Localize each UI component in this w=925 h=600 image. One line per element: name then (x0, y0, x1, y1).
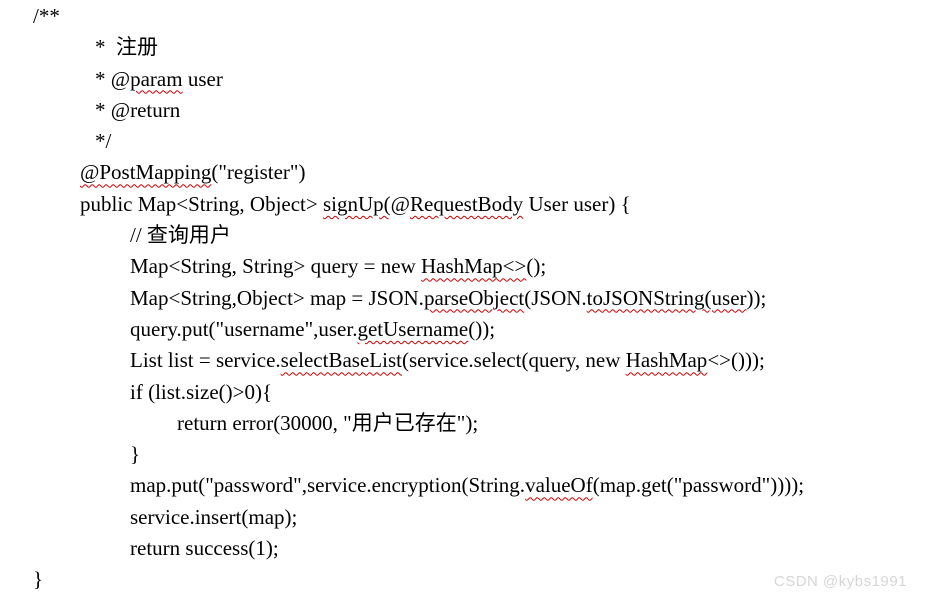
misspelled-word: parseObject (423, 285, 525, 310)
code-text: (service.select(query, new (401, 348, 626, 373)
code-text: <>())); (707, 348, 765, 373)
code-text: Map<String, String> query = new (130, 254, 422, 279)
code-line: } (0, 439, 925, 470)
code-text: (JSON. (524, 285, 587, 310)
code-text: )); (746, 285, 767, 310)
code-line: Map<String,Object> map = JSON.parseObjec… (0, 283, 925, 314)
code-text: (); (526, 254, 547, 279)
misspelled-word: RequestBody (410, 191, 524, 216)
code-text: query.put("username",user. (130, 316, 358, 341)
code-line: * 注册 (0, 32, 925, 63)
code-text: User user) { (523, 191, 631, 216)
code-text: public Map<String, Object> (80, 191, 323, 216)
code-text: */ (95, 129, 112, 154)
misspelled-word: @PostMapping (80, 160, 212, 185)
code-line: return success(1); (0, 533, 925, 564)
code-text: map.put("password",service.encryption(St… (130, 473, 526, 498)
code-text: List list = service. (130, 348, 281, 373)
code-text: user (182, 66, 223, 91)
code-line: query.put("username",user.getUsername())… (0, 314, 925, 345)
misspelled-word: signUp( (323, 191, 391, 216)
misspelled-word: param (130, 66, 183, 91)
code-line: /** (0, 1, 925, 32)
watermark: CSDN @kybs1991 (773, 573, 907, 590)
code-text: ("register") (211, 160, 306, 185)
code-text: * @return (95, 97, 181, 122)
code-line: public Map<String, Object> signUp(@Reque… (0, 189, 925, 220)
code-text: service.insert(map); (130, 504, 298, 529)
code-text: Map<String,Object> map = JSON. (130, 285, 424, 310)
misspelled-word: toJSONString(user (586, 285, 747, 310)
code-line: service.insert(map); (0, 502, 925, 533)
code-line: */ (0, 126, 925, 157)
code-line: @PostMapping("register") (0, 157, 925, 188)
code-text: return error(30000, "用户已存在"); (177, 410, 479, 435)
code-text: @ (390, 191, 411, 216)
code-text: * @ (95, 66, 131, 91)
code-line: Map<String, String> query = new HashMap<… (0, 251, 925, 282)
code-line: // 查询用户 (0, 220, 925, 251)
code-line: List list = service.selectBaseList(servi… (0, 345, 925, 376)
misspelled-word: HashMap<> (421, 254, 527, 279)
code-line: * @return (0, 95, 925, 126)
code-line: } (0, 564, 925, 595)
code-line: if (list.size()>0){ (0, 377, 925, 408)
code-line: * @param user (0, 64, 925, 95)
code-text: (map.get("password")))); (592, 473, 805, 498)
code-text: ()); (468, 316, 496, 341)
code-line: map.put("password",service.encryption(St… (0, 470, 925, 501)
code-line: return error(30000, "用户已存在"); (0, 408, 925, 439)
code-text: return success(1); (130, 536, 279, 561)
code-text: } (130, 442, 141, 467)
code-text: } (33, 567, 44, 592)
misspelled-word: HashMap (625, 348, 708, 373)
misspelled-word: valueOf (525, 473, 593, 498)
misspelled-word: selectBaseList (280, 348, 402, 373)
code-text: // 查询用户 (130, 223, 231, 248)
code-text: if (list.size()>0){ (130, 379, 273, 404)
code-text: /** (33, 4, 60, 28)
code-text: * 注册 (95, 35, 158, 60)
misspelled-word: getUsername (357, 316, 469, 341)
